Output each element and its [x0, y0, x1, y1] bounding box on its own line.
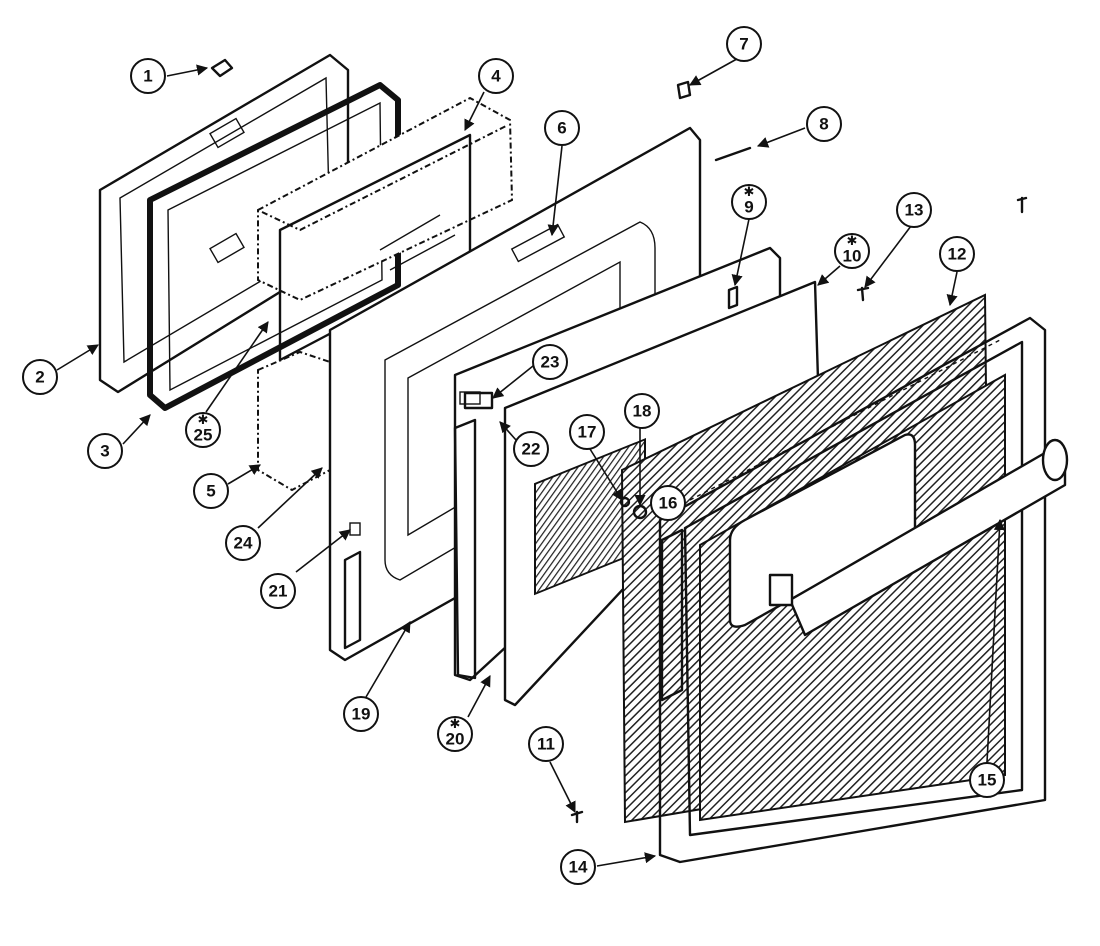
- callout-circle: [896, 192, 932, 228]
- callout-circle: [532, 344, 568, 380]
- callout-circle: [569, 414, 605, 450]
- callout-number: 7: [739, 35, 748, 54]
- callout-number: 12: [948, 245, 967, 264]
- callout-circle: [437, 716, 473, 752]
- part-7-screw: [676, 80, 692, 100]
- callout-circle: [939, 236, 975, 272]
- callout-21: 21: [260, 573, 296, 609]
- callout-22: 22: [513, 431, 549, 467]
- callout-number: 10: [843, 247, 862, 266]
- callout-10: 10✱: [834, 233, 870, 269]
- leader-lines: [56, 54, 1006, 867]
- callout-15: 15: [969, 762, 1005, 798]
- callout-circle: [193, 473, 229, 509]
- callout-circle: [834, 233, 870, 269]
- callout-circle: [544, 110, 580, 146]
- callout-circle: [513, 431, 549, 467]
- callout-8: 8: [806, 106, 842, 142]
- callout-number: 21: [269, 582, 288, 601]
- part-13-screw: [856, 286, 870, 302]
- callout-number: 20: [446, 730, 465, 749]
- callout-4: 4: [478, 58, 514, 94]
- part-8-pin: [714, 146, 752, 162]
- callout-circle: [731, 184, 767, 220]
- callout-6: 6: [544, 110, 580, 146]
- callout-circle: [130, 58, 166, 94]
- replacement-star-icon: ✱: [198, 413, 209, 428]
- callout-number: 6: [557, 119, 566, 138]
- callout-circle: [806, 106, 842, 142]
- callout-circle: [343, 696, 379, 732]
- callout-number: 14: [569, 858, 588, 877]
- callout-9: 9✱: [731, 184, 767, 220]
- callout-circle: [560, 849, 596, 885]
- callout-number: 8: [819, 115, 828, 134]
- callout-11: 11: [528, 726, 564, 762]
- replacement-star-icon: ✱: [847, 234, 858, 249]
- callout-17: 17: [569, 414, 605, 450]
- callout-18: 18: [624, 393, 660, 429]
- insulation-lower: [257, 350, 331, 492]
- callout-20: 20✱: [437, 716, 473, 752]
- callout-number: 16: [659, 494, 678, 513]
- callout-circle: [969, 762, 1005, 798]
- callout-number: 3: [100, 442, 109, 461]
- callout-circle: [260, 573, 296, 609]
- callout-circle: [185, 412, 221, 448]
- callout-19: 19: [343, 696, 379, 732]
- callout-circle: [726, 26, 762, 62]
- callout-number: 11: [537, 735, 555, 754]
- callout-number: 4: [491, 67, 501, 86]
- small-parts: [210, 58, 1028, 824]
- door-handle: [768, 438, 1069, 637]
- part-17-screw: [619, 496, 631, 508]
- door-gasket: [147, 82, 401, 411]
- callout-14: 14: [560, 849, 596, 885]
- callout-25: 25✱: [185, 412, 221, 448]
- callout-circle: [225, 525, 261, 561]
- callout-circle: [87, 433, 123, 469]
- callout-circle: [650, 485, 686, 521]
- part-11-screw: [570, 810, 584, 824]
- part-9-clip: [727, 285, 739, 310]
- replacement-star-icon: ✱: [450, 717, 461, 732]
- callout-number: 22: [522, 440, 541, 459]
- callout-13: 13: [896, 192, 932, 228]
- part-1-clip: [210, 58, 234, 78]
- callout-number: 24: [234, 534, 253, 553]
- callout-1: 1: [130, 58, 166, 94]
- callout-23: 23: [532, 344, 568, 380]
- callout-7: 7: [726, 26, 762, 62]
- part-23-bracket: [463, 391, 494, 410]
- callout-number: 5: [206, 482, 215, 501]
- callout-number: 19: [352, 705, 371, 724]
- callout-3: 3: [87, 433, 123, 469]
- callout-circle: [528, 726, 564, 762]
- callout-number: 2: [35, 368, 44, 387]
- callout-12: 12: [939, 236, 975, 272]
- callout-2: 2: [22, 359, 58, 395]
- callout-number: 23: [541, 353, 560, 372]
- callout-5: 5: [193, 473, 229, 509]
- callout-24: 24: [225, 525, 261, 561]
- replacement-star-icon: ✱: [744, 185, 755, 200]
- callout-number: 9: [744, 198, 753, 217]
- screw: [1016, 196, 1028, 214]
- callout-circle: [478, 58, 514, 94]
- callout-number: 13: [905, 201, 924, 220]
- callout-labels: 123456789✱10✱11121314151617181920✱212223…: [22, 26, 1005, 885]
- callout-16: 16: [650, 485, 686, 521]
- callout-circle: [22, 359, 58, 395]
- callout-number: 18: [633, 402, 652, 421]
- callout-number: 25: [194, 426, 213, 445]
- callout-number: 1: [143, 67, 152, 86]
- callout-number: 15: [978, 771, 997, 790]
- callout-number: 17: [578, 423, 597, 442]
- callout-circle: [624, 393, 660, 429]
